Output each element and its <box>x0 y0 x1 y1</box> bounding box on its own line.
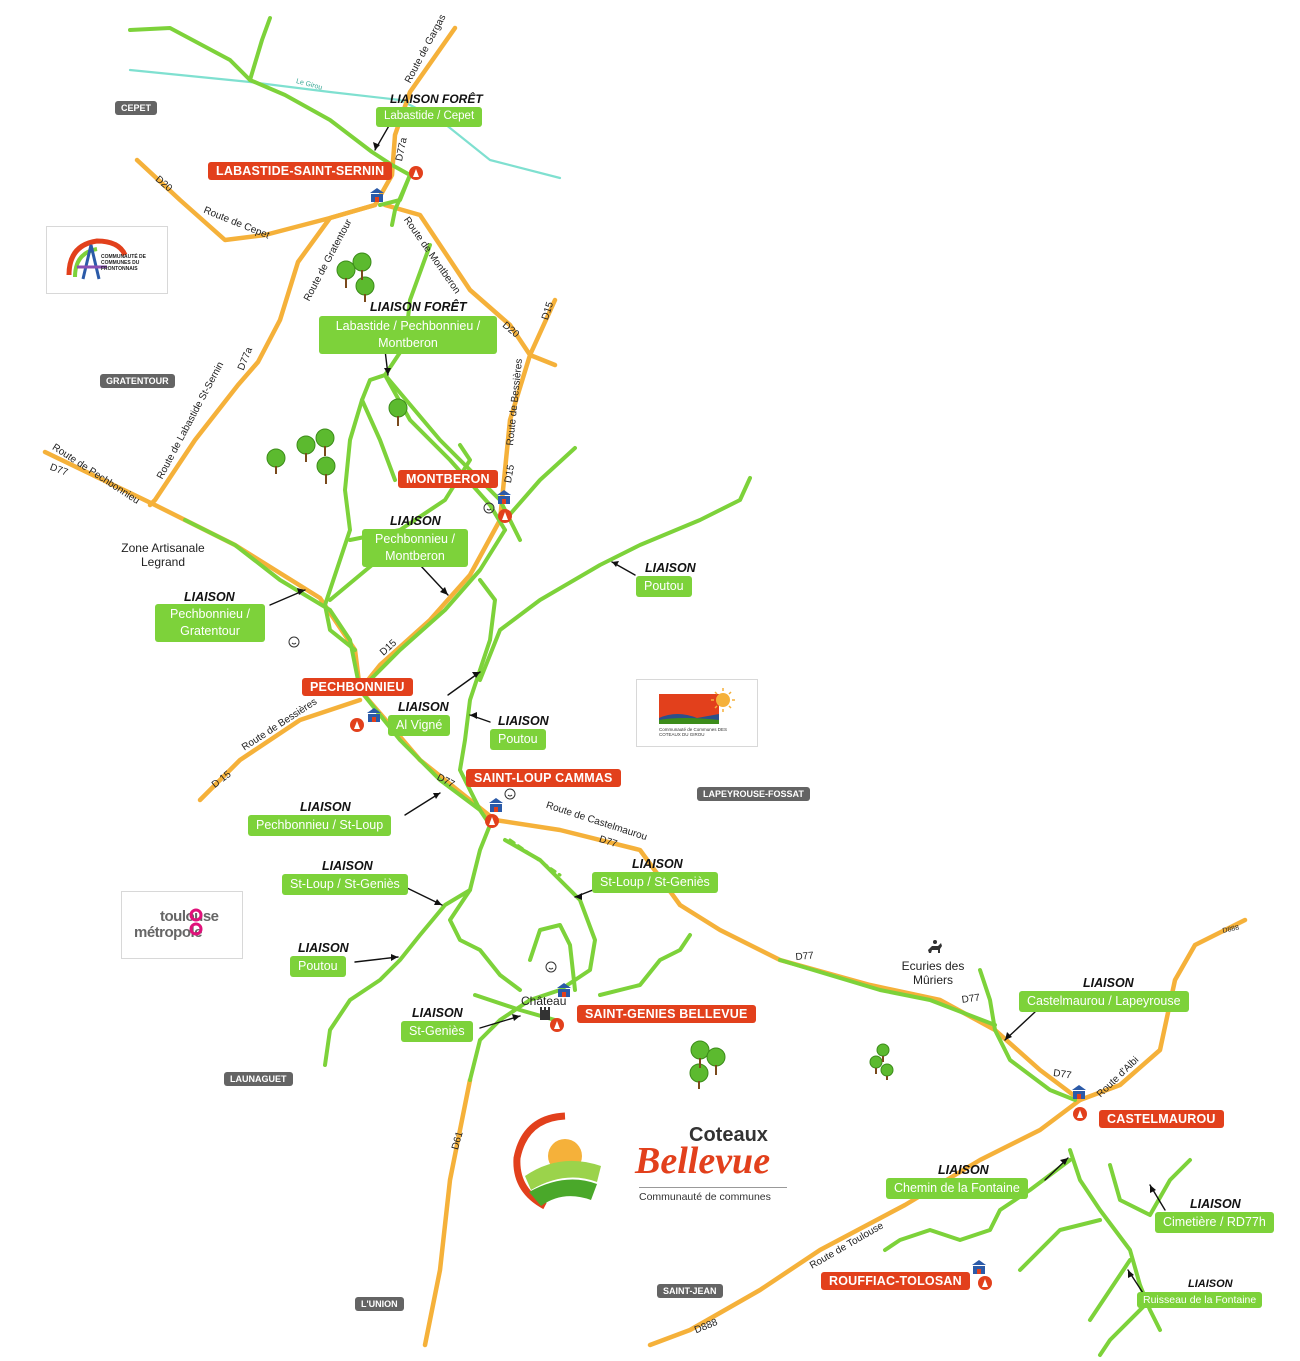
dashed-trail <box>508 838 562 877</box>
liaison-pechbonnieu-gratentour[interactable]: Pechbonnieu / Gratentour <box>155 604 265 642</box>
town-montberon[interactable]: MONTBERON <box>398 470 498 489</box>
logo-toulouse-metropole: toulouse métropole <box>121 891 243 959</box>
liaison-labastide-cepet[interactable]: Labastide / Cepet <box>376 107 483 127</box>
neighbour-cepet: CEPET <box>115 101 158 116</box>
logo-coteaux-bellevue: Coteaux Bellevue Communauté de communes <box>505 1110 795 1216</box>
neighbour-saint-jean: SAINT-JEAN <box>657 1284 723 1299</box>
liaison-title: LIAISON <box>300 800 351 814</box>
liaison-title: LIAISON <box>498 714 549 728</box>
liaison-al-vigne[interactable]: Al Vigné <box>388 715 451 736</box>
town-pechbonnieu[interactable]: PECHBONNIEU <box>302 678 413 697</box>
liaison-title: LIAISON <box>645 561 696 575</box>
bellevue-coteaux: Coteaux <box>689 1124 768 1146</box>
town-saint-loup-cammas[interactable]: SAINT-LOUP CAMMAS <box>466 769 621 788</box>
school-icon <box>504 788 516 800</box>
town-hall-icon <box>489 798 503 812</box>
liaison-title: LIAISON <box>322 859 373 873</box>
liaison-castelmaurou-lapeyrouse[interactable]: Castelmaurou / Lapeyrouse <box>1019 991 1189 1012</box>
church-icon <box>978 1276 992 1290</box>
liaison-ruisseau-de-la-fontaine[interactable]: Ruisseau de la Fontaine <box>1137 1292 1263 1309</box>
town-hall-icons <box>367 188 1086 1274</box>
horse-rider-icon <box>928 940 942 953</box>
liaison-title: LIAISON <box>390 514 441 528</box>
liaison-title: LIAISON <box>938 1163 989 1177</box>
liaison-title: LIAISON <box>1190 1197 1241 1211</box>
church-icons <box>350 166 1087 1290</box>
liaison-title: LIAISON <box>184 590 235 604</box>
liaison-st-loup-st-genies-west[interactable]: St-Loup / St-Geniès <box>282 874 408 895</box>
neighbour-lapeyrouse-fossat: LAPEYROUSE-FOSSAT <box>697 787 810 802</box>
town-hall-icon <box>497 490 511 504</box>
town-hall-icon <box>1072 1085 1086 1099</box>
arrow-heads <box>297 142 1156 1278</box>
logo-coteaux-du-girou: Communauté de Communes DES COTEAUX DU GI… <box>636 679 758 747</box>
school-icon <box>545 961 557 973</box>
town-rouffiac-tolosan[interactable]: ROUFFIAC-TOLOSAN <box>821 1272 970 1291</box>
liaison-title: LIAISON <box>298 941 349 955</box>
place-ecuries: Ecuries des Mûriers <box>901 959 965 987</box>
church-icon <box>350 718 364 732</box>
town-hall-icon <box>367 708 381 722</box>
liaison-labastide-pechbonnieu-montberon[interactable]: Labastide / Pechbonnieu / Montberon <box>319 316 497 354</box>
place-chateau: Château <box>521 994 567 1008</box>
coteaux-girou-emblem-icon <box>659 688 735 724</box>
school-icon <box>483 502 495 514</box>
liaison-pechbonnieu-montberon[interactable]: Pechbonnieu / Montberon <box>362 529 468 567</box>
bellevue-name: Bellevue <box>635 1140 771 1182</box>
toulouse-line2: métropole <box>134 924 203 941</box>
frontonnais-caption: COMMUNAUTÉ DE COMMUNES DU FRONTONNAIS <box>101 254 146 272</box>
town-saint-genies-bellevue[interactable]: SAINT-GENIES BELLEVUE <box>577 1005 756 1024</box>
liaison-st-loup-st-genies-east[interactable]: St-Loup / St-Geniès <box>592 872 718 893</box>
liaison-pechbonnieu-st-loup[interactable]: Pechbonnieu / St-Loup <box>248 815 392 836</box>
liaison-title: LIAISON <box>412 1006 463 1020</box>
frontonnais-emblem-icon <box>66 238 128 280</box>
trail-network <box>128 16 1192 1357</box>
toulouse-line1: toulouse <box>160 908 219 925</box>
logo-frontonnais: COMMUNAUTÉ DE COMMUNES DU FRONTONNAIS <box>46 226 168 294</box>
liaison-title: LIAISON <box>1188 1278 1233 1290</box>
liaison-poutou-centre[interactable]: Poutou <box>490 729 546 750</box>
school-icons <box>288 502 557 973</box>
town-hall-icon <box>557 983 571 997</box>
metropole-ring-icon <box>189 908 203 936</box>
church-icon <box>1073 1107 1087 1121</box>
church-icon <box>498 509 512 523</box>
coteaux-girou-caption: Communauté de Communes DES COTEAUX DU GI… <box>659 727 728 737</box>
liaison-poutou-east[interactable]: Poutou <box>636 576 692 597</box>
castle-icon <box>540 1007 550 1020</box>
church-icon <box>485 814 499 828</box>
liaison-title: LIAISON <box>398 700 449 714</box>
place-zone-artisanale: Zone Artisanale Legrand <box>121 541 205 569</box>
liaison-title: LIAISON FORÊT <box>390 92 483 106</box>
neighbour-launaguet: LAUNAGUET <box>224 1072 293 1087</box>
liaison-title: LIAISON <box>1083 976 1134 990</box>
liaison-title: LIAISON <box>632 857 683 871</box>
town-hall-icon <box>972 1260 986 1274</box>
town-labastide-saint-sernin[interactable]: LABASTIDE-SAINT-SERNIN <box>208 162 393 181</box>
road-label-d77-castel: D77 <box>1052 1068 1073 1082</box>
neighbour-gratentour: GRATENTOUR <box>100 374 175 389</box>
forest-trees <box>266 252 894 1089</box>
liaison-st-genies[interactable]: St-Geniès <box>401 1021 473 1042</box>
bellevue-sun-hills-icon <box>513 1112 601 1210</box>
liaison-chemin-de-la-fontaine[interactable]: Chemin de la Fontaine <box>886 1178 1028 1199</box>
town-hall-icon <box>370 188 384 202</box>
church-icon <box>550 1018 564 1032</box>
neighbour-lunion: L'UNION <box>355 1297 404 1312</box>
liaison-cimetiere-rd77h[interactable]: Cimetière / RD77h <box>1155 1212 1274 1233</box>
road-label-d77-ecuries: D77 <box>795 950 815 963</box>
school-icon <box>288 636 300 648</box>
liaison-title: LIAISON FORÊT <box>370 300 467 314</box>
bellevue-subtitle: Communauté de communes <box>639 1191 771 1203</box>
bellevue-divider <box>639 1187 787 1188</box>
church-icon <box>409 166 423 180</box>
liaison-poutou-west[interactable]: Poutou <box>290 956 346 977</box>
town-castelmaurou[interactable]: CASTELMAUROU <box>1099 1110 1224 1129</box>
